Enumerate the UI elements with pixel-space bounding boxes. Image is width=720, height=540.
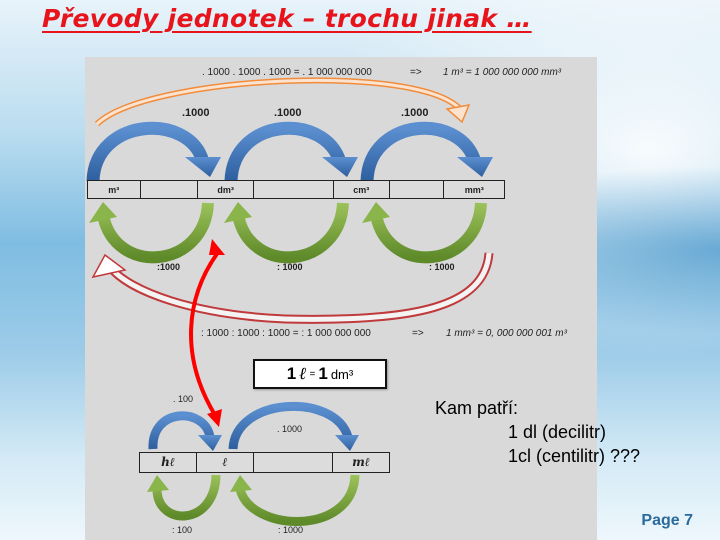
top-implies: => [410, 67, 422, 78]
unit-cell-mm3: mm³ [443, 180, 505, 199]
unit-cell-cm3: cm³ [332, 180, 391, 199]
unit-cell-hl: hℓ [139, 452, 197, 473]
liquid-unit-table: hℓ ℓ mℓ [139, 452, 390, 473]
blue-multiply-arrow-icon [360, 121, 493, 182]
question-item: 1 dl (decilitr) [508, 422, 607, 442]
multiply-label: .1000 [182, 107, 210, 119]
multiply-label: . 100 [173, 394, 194, 404]
divide-label: :1000 [157, 262, 181, 272]
liter-equivalence-box: 1 ℓ = 1 dm³ [253, 359, 387, 389]
bottom-equation: : 1000 : 1000 : 1000 = : 1 000 000 000 [201, 328, 371, 339]
unit-cell-l: ℓ [196, 452, 254, 473]
slide-title: Převody jednotek – trochu jinak … [42, 4, 532, 33]
eq-right-unit: dm³ [330, 366, 354, 382]
question-block: Kam patří: 1 dl (decilitr) 1cl (centilit… [435, 396, 640, 468]
eq-sign: = [309, 368, 316, 380]
multiply-label: . 1000 [277, 424, 303, 434]
divide-label: : 1000 [277, 262, 303, 272]
eq-left-number: 1 [286, 364, 297, 383]
multiply-label: .1000 [401, 107, 429, 119]
red-link-arrow-icon [189, 239, 225, 427]
multiply-label: .1000 [274, 107, 302, 119]
volume-unit-table: m³ dm³ cm³ mm³ [87, 180, 505, 199]
red-total-divide-arrow-icon [91, 252, 494, 324]
eq-left-unit: ℓ [299, 364, 307, 384]
top-equation: . 1000 . 1000 . 1000 = . 1 000 000 000 [202, 67, 372, 78]
bottom-result: 1 mm³ = 0, 000 000 001 m³ [446, 328, 567, 339]
green-divide-arrow-icon [362, 202, 487, 264]
blue-multiply-arrow-icon [86, 121, 221, 182]
divide-label: : 100 [172, 525, 193, 535]
divide-label: : 1000 [429, 262, 455, 272]
unit-cell-empty [253, 452, 333, 473]
green-divide-arrow-icon [89, 202, 214, 264]
unit-cell-empty [389, 180, 445, 199]
unit-cell-m3: m³ [87, 180, 141, 199]
green-divide-arrow-icon [224, 202, 349, 264]
blue-multiply-arrow-icon [224, 121, 358, 182]
question-item: 1cl (centilitr) ??? [508, 446, 641, 466]
page-number: Page 7 [641, 512, 693, 529]
top-result: 1 m³ = 1 000 000 000 mm³ [443, 67, 562, 78]
blue-multiply-arrow-icon [148, 411, 222, 451]
green-divide-arrow-icon [230, 474, 360, 526]
green-divide-arrow-icon [147, 474, 221, 521]
eq-right-number: 1 [318, 364, 328, 383]
bottom-implies: => [412, 328, 424, 339]
blue-multiply-arrow-icon [228, 401, 359, 451]
arrows-layer [86, 77, 494, 526]
unit-cell-ml: mℓ [332, 452, 390, 473]
unit-cell-empty [139, 180, 198, 199]
unit-cell-empty [253, 180, 334, 199]
orange-total-arrow-icon [94, 77, 471, 127]
divide-label: : 1000 [278, 525, 304, 535]
unit-cell-dm3: dm³ [196, 180, 255, 199]
conversion-diagram-panel: . 1000 . 1000 . 1000 = . 1 000 000 000 =… [85, 57, 597, 540]
question-heading: Kam patří: [435, 398, 519, 418]
